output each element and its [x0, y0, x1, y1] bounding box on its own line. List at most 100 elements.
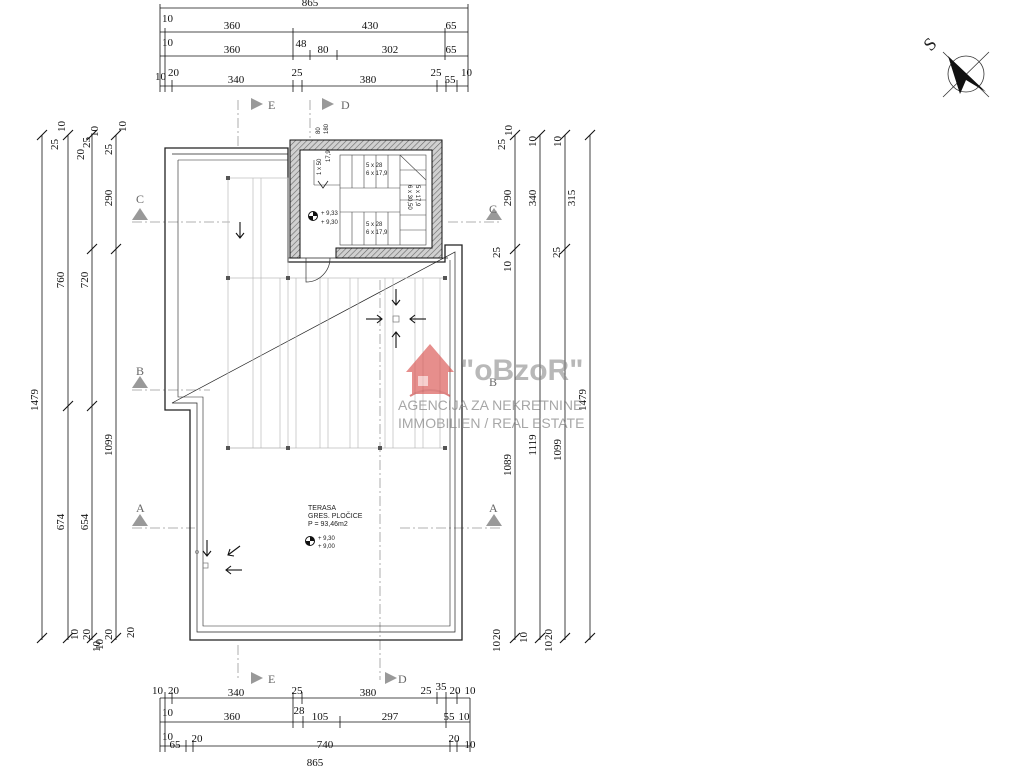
section-markers — [132, 98, 502, 684]
dim-label: 290 — [502, 189, 514, 206]
right-dimensions — [509, 129, 596, 644]
level-value: + 9,30 — [321, 220, 339, 226]
dim-label: 20 — [103, 629, 115, 641]
dim-label: 360 — [224, 44, 241, 56]
dim-label: 20 — [450, 685, 462, 697]
dim-label: 48 — [296, 38, 308, 50]
dim-label: 302 — [382, 44, 399, 56]
dim-label: 55 — [444, 711, 456, 723]
section-label-c: C — [136, 192, 144, 206]
dim-label: 105 — [312, 711, 329, 723]
compass-letter: S — [919, 34, 940, 55]
dim-label: 25 — [81, 137, 93, 149]
room-finish: GRES. PLOČICE — [308, 511, 363, 520]
dim-label: 25 — [292, 685, 304, 697]
section-label-b: B — [489, 375, 497, 389]
dim-label: 674 — [55, 513, 67, 530]
top-dimension-labels: 865 10 360 430 65 10 360 48 80 302 65 10… — [155, 0, 473, 86]
pergola-posts — [226, 176, 447, 450]
section-label-a: A — [489, 501, 498, 515]
dim-label: 20 — [168, 67, 180, 79]
dim-label: 20 — [543, 629, 555, 641]
dim-label: 20 — [449, 733, 461, 745]
dim-label: 25 — [292, 67, 304, 79]
stair-flight-label: 5 x 28 — [366, 163, 383, 169]
stairwell-walls — [289, 139, 443, 259]
top-dimensions — [159, 4, 469, 92]
stair-flight-label: 1 x 50 — [317, 158, 323, 175]
dim-label: 20 — [75, 149, 87, 161]
drainage-arrows — [202, 222, 426, 575]
dim-label: 340 — [527, 189, 539, 206]
stair-flight-label: 80 — [316, 127, 322, 134]
dim-label: 10 — [56, 121, 68, 133]
dim-label: 35 — [436, 681, 448, 693]
dim-label: 10 — [91, 641, 103, 653]
dim-label: 315 — [566, 189, 578, 206]
dim-label: 380 — [360, 74, 377, 86]
dim-label: 430 — [362, 20, 379, 32]
stair-arrow — [317, 180, 329, 189]
level-value: + 9,30 — [318, 536, 336, 542]
dim-label: 65 — [446, 44, 458, 56]
dim-label: 80 — [318, 44, 330, 56]
dim-label: 25 — [49, 139, 61, 151]
dim-label: 1089 — [502, 454, 514, 477]
dim-label: 340 — [228, 687, 245, 699]
watermark-line-2: IMMOBILIEN / REAL ESTATE — [398, 415, 584, 431]
watermark: "oBzoR" AGENCIJA ZA NEKRETNINE IMMOBILIE… — [398, 344, 584, 431]
dim-label: 20 — [192, 733, 204, 745]
dim-label: 10 — [152, 685, 164, 697]
left-dimension-labels: 25 1479 10 760 674 10 20 25 720 654 20 1… — [29, 121, 137, 653]
dim-label: 360 — [224, 20, 241, 32]
dim-label: 760 — [55, 271, 67, 288]
house-logo-icon — [406, 344, 454, 397]
dim-label: 28 — [294, 705, 306, 717]
section-label-e: E — [268, 98, 275, 112]
dim-label: 25 — [496, 139, 508, 151]
stair-level-marker: + 9,33 + 9,30 — [308, 211, 339, 226]
section-label-a: A — [136, 501, 145, 515]
section-label-c: C — [489, 202, 497, 216]
dim-label: 10 — [117, 121, 129, 133]
bottom-dimensions — [159, 692, 471, 752]
dim-label: 20 — [125, 627, 137, 639]
stair-labels: 5 x 28 6 x 17,9 5 x 28 6 x 17,9 6 x 30,5… — [316, 123, 420, 236]
stair-flight-label: 5 x 28 — [366, 222, 383, 228]
dim-label: 1099 — [552, 439, 564, 462]
dim-label: 10 — [543, 641, 555, 653]
dim-label: 10 — [491, 641, 503, 653]
stair-flight-label: 5 x 17,9 — [414, 185, 420, 207]
dim-label: 10 — [461, 67, 473, 79]
dim-label: 1099 — [103, 434, 115, 457]
terrace-label: TERASA GRES. PLOČICE P = 93,46m2 — [308, 505, 363, 528]
dim-top-total: 865 — [302, 0, 319, 9]
dim-label: 10 — [465, 739, 477, 751]
section-label-d: D — [341, 98, 350, 112]
section-label-e: E — [268, 672, 275, 686]
dim-label: 20 — [81, 629, 93, 641]
dim-label: 25 — [421, 685, 433, 697]
dim-label: 10 — [459, 711, 471, 723]
section-label-b: B — [136, 364, 144, 378]
dim-label: 10 — [518, 632, 530, 644]
terrace-level-marker: + 9,30 + 9,00 — [305, 536, 336, 550]
dim-label: 10 — [502, 261, 514, 273]
dim-label: 1119 — [527, 434, 539, 456]
section-labels: C B A C B A E D E D — [136, 98, 498, 686]
dim-label: 55 — [445, 74, 457, 86]
dim-label: 25 — [431, 67, 443, 79]
dim-label: 10 — [503, 125, 515, 137]
level-value: + 9,00 — [318, 544, 336, 550]
level-value: + 9,33 — [321, 211, 339, 217]
dim-label: 1479 — [29, 389, 41, 412]
dim-label: 25 — [103, 144, 115, 156]
dim-label: 25 — [491, 247, 503, 259]
dim-label: 10 — [162, 731, 174, 743]
stair-flight-label: 6 x 30,50 — [406, 185, 412, 210]
dim-label: 10 — [155, 71, 167, 83]
dim-label: 10 — [89, 126, 101, 138]
north-arrow-icon: S — [919, 34, 990, 98]
room-area: P = 93,46m2 — [308, 521, 348, 528]
